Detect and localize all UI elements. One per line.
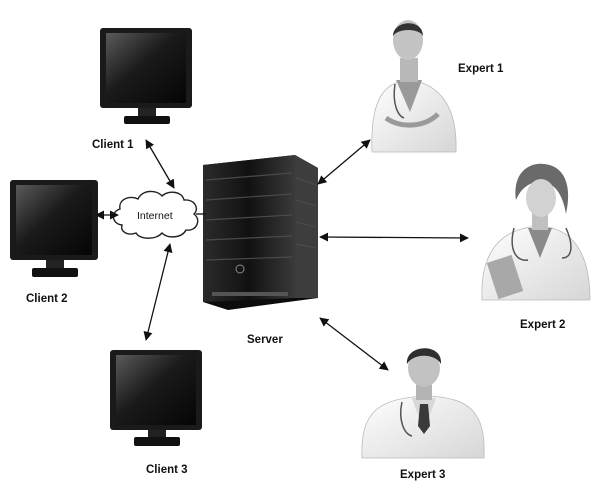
server-label: Server	[247, 334, 283, 346]
client-3-monitor-icon	[110, 350, 202, 446]
expert-1-label: Expert 1	[458, 63, 504, 75]
arrow-server-expert3	[319, 317, 389, 371]
expert-2-label: Expert 2	[520, 319, 565, 331]
arrow-server-expert1	[317, 139, 371, 185]
internet-cloud-icon	[112, 190, 199, 239]
client-3-label: Client 3	[146, 464, 188, 476]
arrow-client1-internet	[145, 139, 175, 189]
expert-3-label: Expert 3	[400, 469, 445, 481]
client-1-label: Client 1	[92, 139, 134, 151]
server-tower-icon	[203, 155, 318, 310]
arrow-client3-internet	[143, 243, 173, 341]
client-2-monitor-icon	[10, 180, 98, 277]
expert-1-doctor-image	[371, 20, 457, 153]
client-1-monitor-icon	[100, 28, 192, 124]
internet-label: Internet	[137, 210, 173, 222]
client-2-label: Client 2	[26, 293, 68, 305]
expert-2-doctor-image	[481, 163, 591, 301]
expert-3-doctor-image	[361, 348, 485, 459]
arrow-server-expert2	[319, 232, 469, 243]
